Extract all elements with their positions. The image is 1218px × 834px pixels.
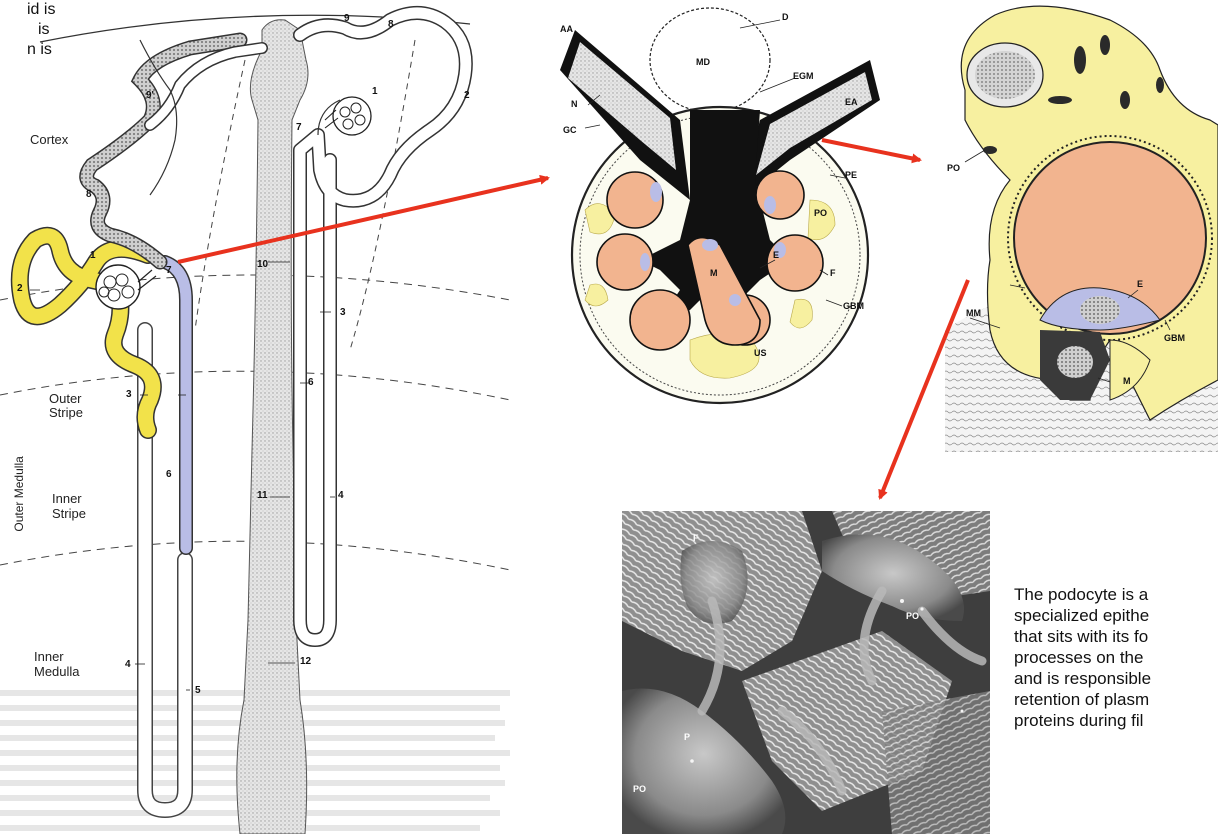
glomerulus-label-F: F: [830, 268, 836, 278]
glomerulus-label-US: US: [754, 348, 767, 358]
segment-number: 1: [90, 250, 96, 262]
arrow-glomerulus-to-capillary: [822, 140, 920, 160]
capillary-label-PO: PO: [947, 163, 960, 173]
capillary-label-GBM: GBM: [1164, 333, 1185, 343]
caption-line: and is responsible: [1014, 668, 1218, 689]
truncated-text-fragment: id is is n is: [0, 0, 60, 60]
segment-number: 3: [126, 389, 132, 401]
glomerulus-right: [333, 97, 371, 135]
region-label-outer-stripe-2: Stripe: [49, 406, 83, 421]
capillary-detail: [945, 6, 1218, 452]
capillary-loop: [630, 290, 690, 350]
glomerulus-label-AA: AA: [560, 24, 573, 34]
segment-number: 2: [464, 90, 470, 102]
segment-number: 5: [195, 685, 201, 697]
glomerulus-label-MD: MD: [696, 57, 710, 67]
segment-number: 2: [17, 283, 23, 295]
segment-number: 3: [340, 307, 346, 319]
segment-number: 8: [86, 189, 92, 201]
glomerulus-label-E: E: [773, 250, 779, 260]
capillary-label-E: E: [1137, 279, 1143, 289]
caption-line: The podocyte is a: [1014, 584, 1218, 605]
segment-number: 6: [308, 377, 314, 389]
capillary-label-MM: MM: [966, 308, 981, 318]
sem-label-P: P: [684, 732, 690, 742]
segment-number: 9': [146, 90, 154, 102]
segment-number: 7: [166, 265, 172, 277]
podocyte-caption: The podocyte is a specialized epithe tha…: [1014, 584, 1218, 731]
region-label-cortex: Cortex: [30, 133, 68, 148]
glomerulus-label-D: D: [782, 12, 789, 22]
region-label-inner-stripe-2: Stripe: [52, 507, 86, 522]
capillary-loop: [767, 235, 823, 291]
sem-label-F: F: [693, 533, 699, 543]
caption-line: processes on the: [1014, 647, 1218, 668]
segment-number: 4: [125, 659, 131, 671]
caption-line: retention of plasm: [1014, 689, 1218, 710]
fragment-line: id is: [0, 0, 60, 20]
segment-number: 12: [300, 656, 311, 668]
caption-line: specialized epithe: [1014, 605, 1218, 626]
glomerulus-section: [560, 8, 880, 403]
segment-number: 11: [257, 490, 268, 502]
glomerulus-label-N: N: [571, 99, 578, 109]
region-label-inner-stripe: Inner: [52, 492, 82, 507]
segment-number: 4: [338, 490, 344, 502]
region-label-inner-medulla: Inner: [34, 650, 64, 665]
sem-texture: [622, 511, 990, 834]
fragment-line: n is: [0, 40, 60, 60]
region-label-outer-medulla: Outer Medulla: [13, 444, 27, 544]
sem-label-PO-lower: PO: [633, 784, 646, 794]
region-label-inner-medulla-2: Medulla: [34, 665, 80, 680]
sem-label-PO-upper: PO: [906, 611, 919, 621]
glomerulus-label-PO: PO: [814, 208, 827, 218]
sem-micrograph: F PO P PO: [622, 511, 990, 834]
capillary-label-M: M: [1123, 376, 1131, 386]
caption-line: proteins during fil: [1014, 710, 1218, 731]
segment-number: 1: [372, 86, 378, 98]
glomerulus-label-M: M: [710, 268, 718, 278]
glomerulus-label-EGM: EGM: [793, 71, 814, 81]
glomerulus-label-EA: EA: [845, 97, 858, 107]
segment-number: 8: [388, 19, 394, 31]
glomerulus-label-GC: GC: [563, 125, 577, 135]
capillary-loop: [756, 171, 804, 219]
segment-number: 7: [296, 122, 302, 134]
fragment-line: is: [0, 20, 60, 40]
segment-number: 9: [344, 13, 350, 25]
caption-line: that sits with its fo: [1014, 626, 1218, 647]
macula-densa: [650, 8, 770, 112]
glomerulus-label-GBM: GBM: [843, 301, 864, 311]
vascular-dashed-line: [195, 60, 245, 330]
arrow-nephron-to-glomerulus: [178, 178, 548, 262]
nephron-diagram: [0, 13, 510, 834]
segment-number: 6: [166, 469, 172, 481]
glomerulus-label-PE: PE: [845, 170, 857, 180]
segment-number: 10: [257, 259, 268, 271]
